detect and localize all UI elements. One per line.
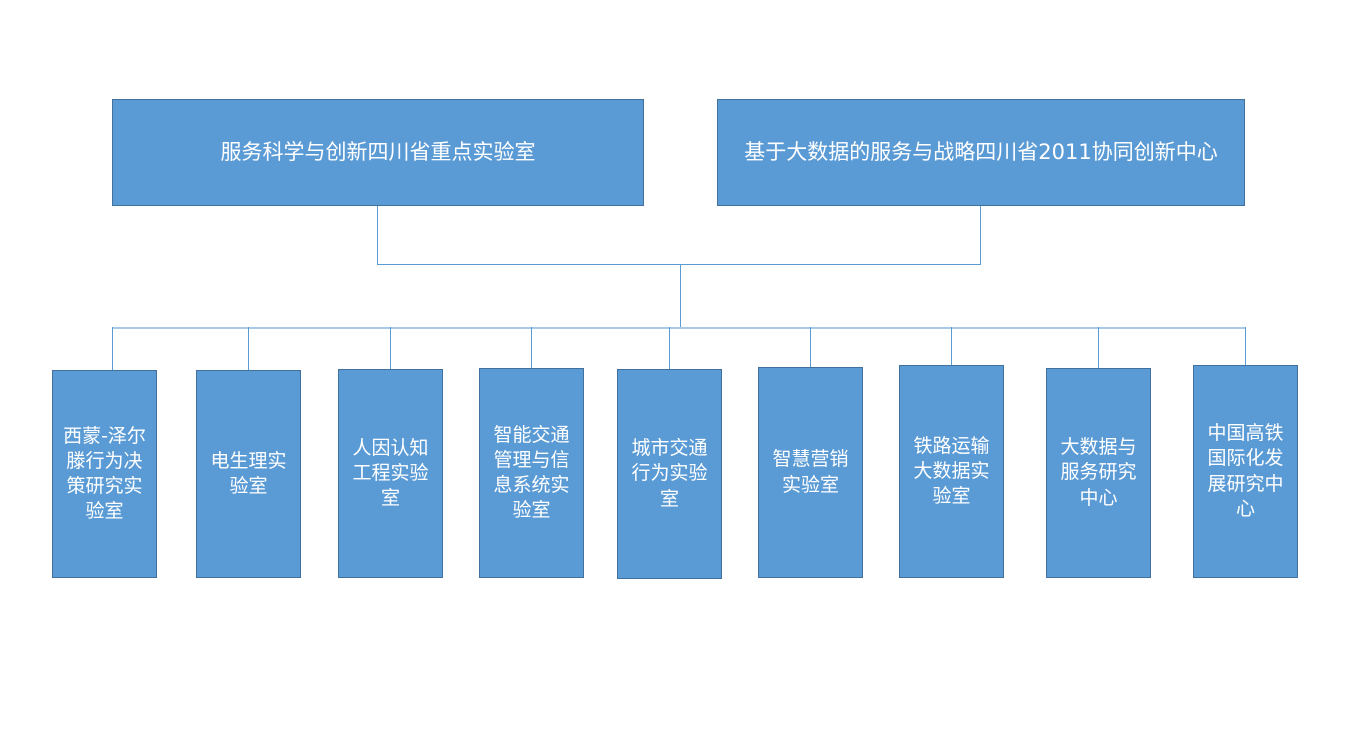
leaf-node-smart-marketing-lab-label: 智慧营销实验室 — [772, 448, 849, 496]
top-node-innovation-center-label: 基于大数据的服务与战略四川省2011协同创新中心 — [744, 139, 1218, 164]
connector-right-top-drop — [980, 206, 981, 265]
connector-branch-8 — [1098, 327, 1099, 368]
leaf-node-human-factors-lab[interactable]: 人因认知工程实验室 — [338, 369, 443, 578]
leaf-node-electrophysiology-lab[interactable]: 电生理实验室 — [196, 370, 301, 578]
leaf-node-smart-marketing-lab[interactable]: 智慧营销实验室 — [758, 367, 863, 578]
connector-branch-1 — [112, 327, 113, 370]
connector-branch-6 — [810, 327, 811, 367]
connector-left-top-drop — [377, 206, 378, 265]
leaf-node-railway-bigdata-lab-label: 铁路运输大数据实验室 — [913, 434, 990, 508]
leaf-node-urban-traffic-behavior-lab[interactable]: 城市交通行为实验室 — [617, 369, 722, 579]
leaf-node-intelligent-transport-lab-label: 智能交通管理与信息系统实验室 — [493, 423, 570, 522]
leaf-node-electrophysiology-lab-label: 电生理实验室 — [210, 449, 287, 497]
leaf-node-bigdata-service-center-label: 大数据与服务研究中心 — [1060, 436, 1137, 509]
connector-branch-2 — [248, 327, 249, 370]
connector-distribution-bar — [112, 327, 1246, 329]
connector-merge-bar — [377, 264, 981, 265]
connector-branch-5 — [669, 327, 670, 369]
leaf-node-bigdata-service-center[interactable]: 大数据与服务研究中心 — [1046, 368, 1151, 578]
connector-branch-7 — [951, 327, 952, 365]
connector-branch-9 — [1245, 327, 1246, 365]
leaf-node-urban-traffic-behavior-lab-label: 城市交通行为实验室 — [631, 437, 708, 510]
leaf-node-human-factors-lab-label: 人因认知工程实验室 — [352, 436, 429, 510]
connector-branch-3 — [390, 327, 391, 369]
leaf-node-simon-selten-lab-label: 西蒙-泽尔滕行为决策研究实验室 — [63, 424, 146, 523]
connector-branch-4 — [531, 327, 532, 368]
leaf-node-hsr-internationalization-center[interactable]: 中国高铁国际化发展研究中心 — [1193, 365, 1298, 578]
leaf-node-intelligent-transport-lab[interactable]: 智能交通管理与信息系统实验室 — [479, 368, 584, 578]
leaf-node-railway-bigdata-lab[interactable]: 铁路运输大数据实验室 — [899, 365, 1004, 578]
top-node-key-lab[interactable]: 服务科学与创新四川省重点实验室 — [112, 99, 644, 206]
top-node-innovation-center[interactable]: 基于大数据的服务与战略四川省2011协同创新中心 — [717, 99, 1245, 206]
leaf-node-hsr-internationalization-center-label: 中国高铁国际化发展研究中心 — [1207, 422, 1284, 520]
top-node-key-lab-label: 服务科学与创新四川省重点实验室 — [220, 139, 536, 164]
connector-trunk — [680, 264, 681, 328]
leaf-node-simon-selten-lab[interactable]: 西蒙-泽尔滕行为决策研究实验室 — [52, 370, 157, 578]
